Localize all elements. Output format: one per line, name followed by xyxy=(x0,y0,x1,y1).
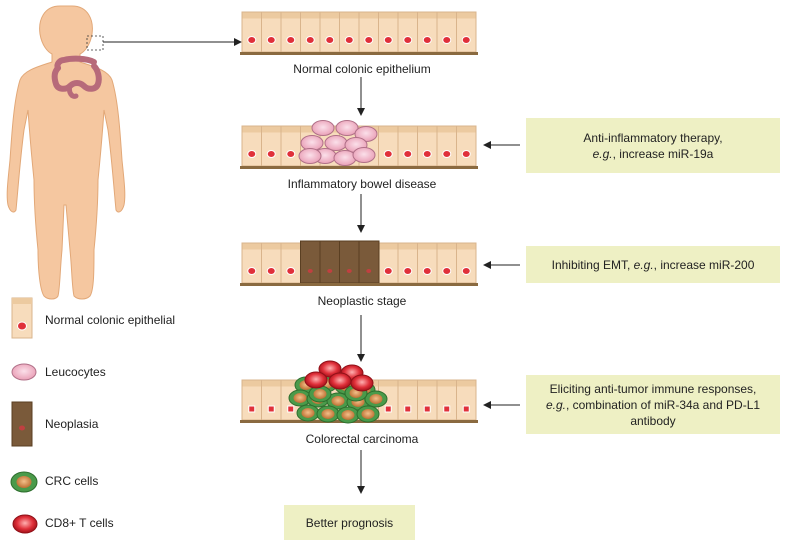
stage-label-normal: Normal colonic epithelium xyxy=(293,62,431,76)
intervention-3-line2: e.g., combination of miR-34a and PD-L1 xyxy=(545,397,761,412)
crc-tumor-mass xyxy=(288,360,388,424)
legend-leucocyte-icon xyxy=(11,363,37,381)
intervention-box-emt: Inhibiting EMT, e.g., increase miR-200 xyxy=(526,246,780,283)
leucocyte xyxy=(311,120,335,136)
neoplastic-cell xyxy=(358,240,380,284)
leucocyte xyxy=(352,147,376,163)
legend-epithelial-cell-icon xyxy=(11,297,33,339)
intervention-3-line1: Eliciting anti-tumor immune responses, xyxy=(549,381,757,396)
legend-label-crc-cells: CRC cells xyxy=(45,474,99,488)
stage-label-neoplastic: Neoplastic stage xyxy=(317,294,407,308)
neoplastic-cell xyxy=(319,240,341,284)
leucocyte-cluster xyxy=(298,120,378,166)
basement-membrane xyxy=(240,420,478,423)
leucocyte xyxy=(335,120,359,136)
outcome-label: Better prognosis xyxy=(305,515,394,530)
leucocyte xyxy=(333,150,357,166)
legend-icons xyxy=(10,297,38,534)
legend-label-neoplasia: Neoplasia xyxy=(45,417,99,431)
legend-label-epithelial: Normal colonic epithelial xyxy=(45,313,176,327)
cd8-t-cell xyxy=(350,374,374,392)
cd8-t-cell xyxy=(304,371,328,389)
outcome-box-better-prognosis: Better prognosis xyxy=(284,505,415,540)
basement-membrane xyxy=(240,283,478,286)
intervention-box-immune: Eliciting anti-tumor immune responses, e… xyxy=(526,375,780,434)
legend-label-leucocytes: Leucocytes xyxy=(45,365,106,379)
neoplastic-cell xyxy=(300,240,321,284)
basement-membrane xyxy=(240,52,478,55)
neoplastic-cell xyxy=(339,240,360,284)
human-body-figure xyxy=(6,5,126,300)
leucocyte xyxy=(298,148,322,164)
epithelium-neoplastic xyxy=(240,240,478,286)
legend-label-tcells: CD8+ T cells xyxy=(45,516,114,530)
epithelium-normal xyxy=(240,11,478,55)
stage-label-crc: Colorectal carcinoma xyxy=(305,432,419,446)
stage-label-ibd: Inflammatory bowel disease xyxy=(287,177,437,191)
intervention-1-line2: e.g., increase miR-19a xyxy=(592,146,714,161)
intervention-1-line1: Anti-inflammatory therapy, xyxy=(583,130,723,145)
intervention-arrows xyxy=(483,141,520,409)
intervention-box-anti-inflammatory: Anti-inflammatory therapy, e.g., increas… xyxy=(526,118,780,173)
legend-crc-cell-icon xyxy=(10,471,38,493)
legend-tcell-icon xyxy=(12,514,38,534)
intervention-2-line1: Inhibiting EMT, e.g., increase miR-200 xyxy=(551,257,755,272)
legend-neoplasia-icon xyxy=(11,401,33,447)
basement-membrane xyxy=(240,166,478,169)
intervention-3-line3: antibody xyxy=(630,413,676,428)
leucocyte xyxy=(324,135,348,151)
cd8-t-cell xyxy=(328,372,352,390)
flow-arrows xyxy=(357,77,365,494)
